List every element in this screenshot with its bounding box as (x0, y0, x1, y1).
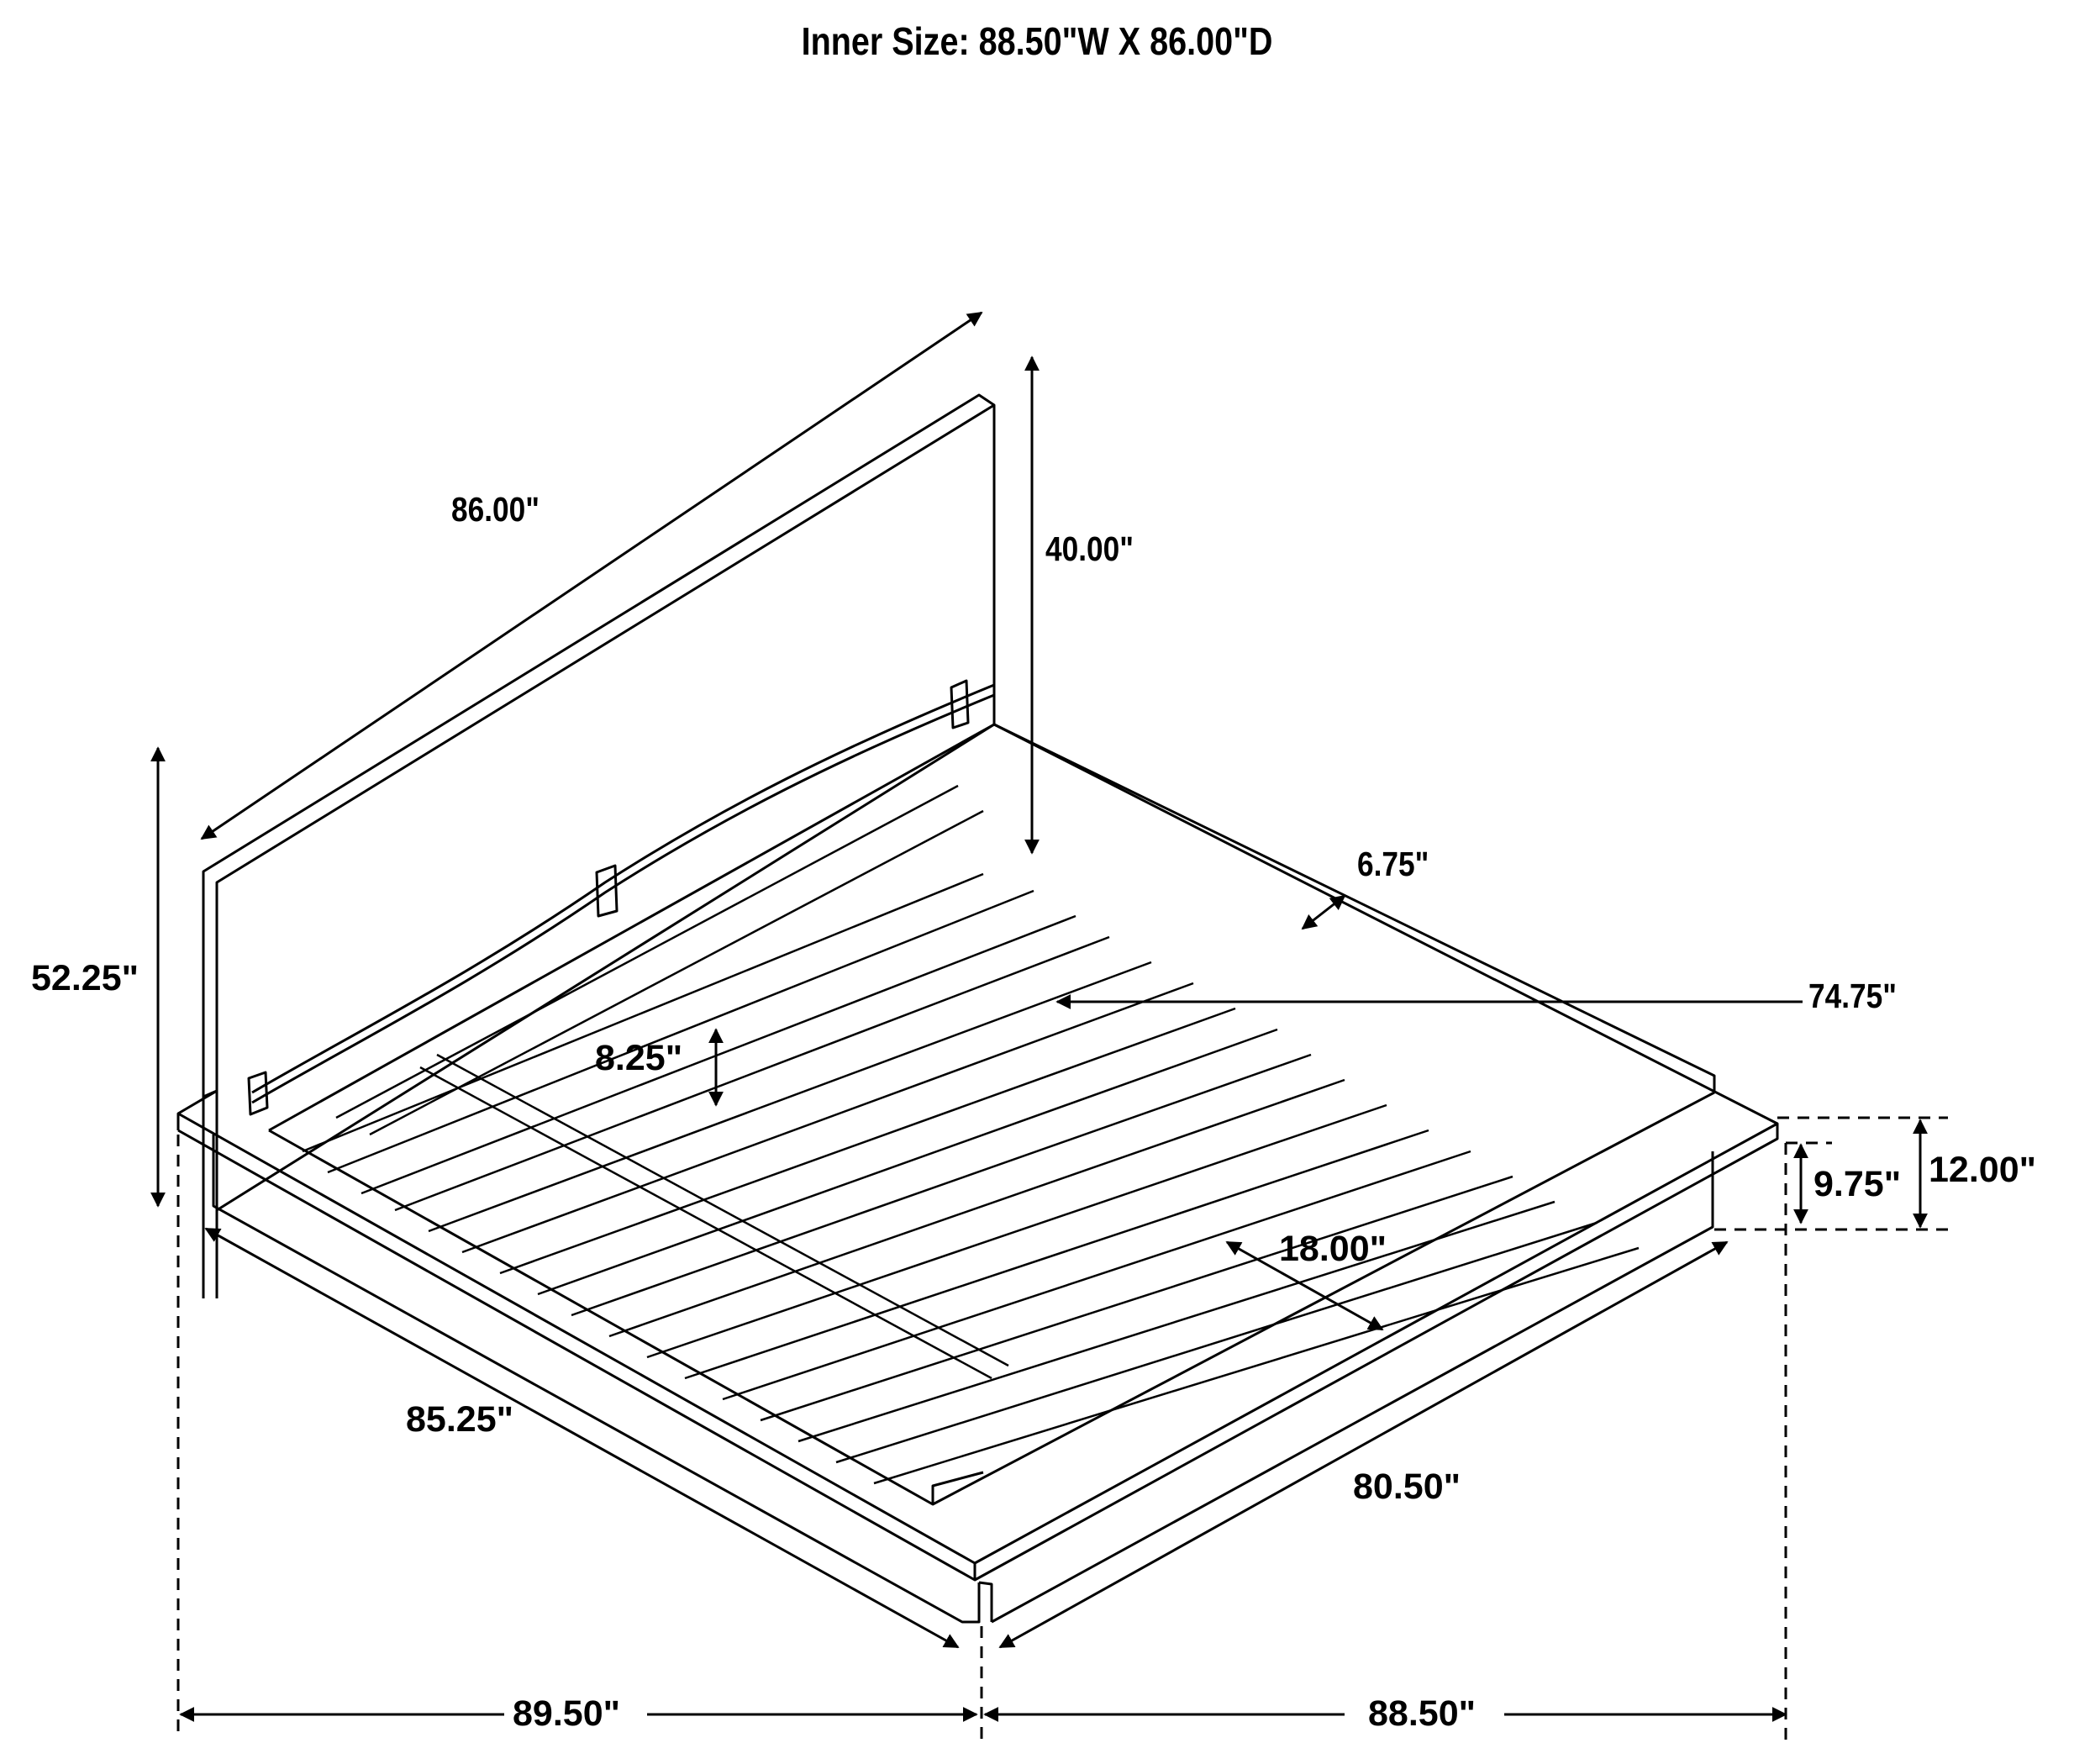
dim-ledge-depth: 18.00" (1279, 1229, 1387, 1269)
dimension-lines (150, 311, 1928, 1722)
dim-overall-depth: 89.50" (513, 1693, 620, 1734)
dim-foot-length: 80.50" (1353, 1466, 1461, 1507)
dim-headboard-width: 86.00" (451, 490, 540, 529)
headboard (202, 393, 996, 1298)
dim-total-base-height: 12.00" (1929, 1150, 2036, 1190)
extension-lines (176, 1116, 1948, 1740)
diagram-title: Inner Size: 88.50"W X 86.00"D (801, 19, 1273, 63)
dim-headboard-height: 40.00" (1045, 529, 1134, 568)
dim-inner-length: 74.75" (1808, 977, 1897, 1015)
dim-overall-height: 52.25" (31, 958, 139, 998)
dim-platform-height: 9.75" (1813, 1164, 1902, 1204)
dim-overall-width: 88.50" (1368, 1693, 1476, 1734)
dim-slat-gap: 6.75" (1357, 845, 1429, 883)
dim-slat-spacing: 8.25" (595, 1038, 683, 1078)
dim-side-length: 85.25" (406, 1399, 513, 1440)
